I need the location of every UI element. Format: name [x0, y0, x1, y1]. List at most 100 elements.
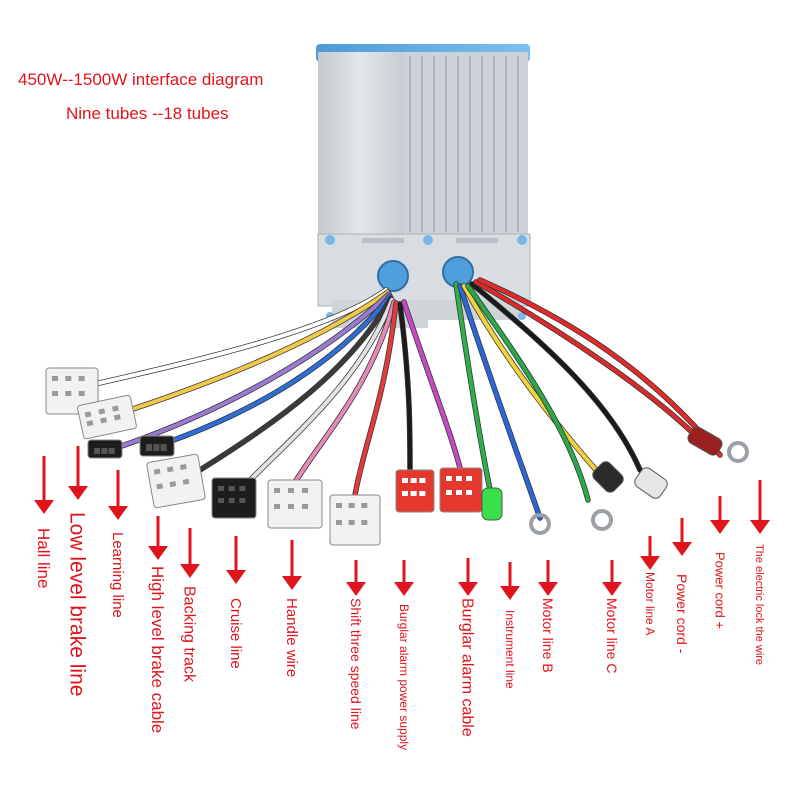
connector-pin — [108, 449, 115, 454]
wire — [398, 302, 412, 472]
arrow-head — [394, 582, 414, 596]
wire-label: Handle wire — [283, 598, 300, 677]
connector-body — [146, 453, 206, 509]
bullet-terminal — [634, 467, 668, 499]
connector-pin — [402, 491, 408, 496]
down-arrow-icon — [226, 536, 246, 584]
connector-body — [267, 479, 323, 529]
screw-icon — [518, 312, 526, 320]
connector-pin — [361, 503, 368, 508]
screw-icon — [423, 235, 433, 245]
connector-pin — [239, 486, 246, 491]
connector-pin — [160, 446, 167, 451]
connector-pin — [410, 491, 417, 496]
terminal-body — [634, 467, 668, 499]
down-arrow-icon — [640, 536, 660, 570]
wire — [454, 282, 492, 492]
connector-pin — [336, 503, 342, 508]
connector-pin — [146, 446, 152, 451]
connector-pin — [52, 391, 58, 396]
label-arrows — [34, 446, 770, 600]
arrow-head — [602, 582, 622, 596]
connector-pin — [288, 488, 294, 493]
connector-pin — [111, 405, 119, 412]
wire-label: Motor line B — [540, 598, 556, 673]
white-2pin-connector — [77, 394, 137, 440]
connector-pin — [78, 391, 85, 396]
arrow-head — [180, 564, 200, 578]
down-arrow-icon — [458, 558, 478, 596]
arrow-head — [672, 542, 692, 556]
connector-pin — [78, 376, 85, 381]
arrow-head — [640, 556, 660, 570]
wire — [458, 284, 542, 520]
left-cable-gland — [377, 260, 409, 292]
down-arrow-icon — [710, 496, 730, 534]
wire-terminals — [45, 367, 749, 546]
terminal-body — [592, 461, 624, 493]
connector-pin — [466, 476, 472, 481]
red-connector — [395, 469, 435, 513]
down-arrow-icon — [34, 456, 54, 514]
connector-pin — [274, 488, 280, 493]
bullet-terminal — [687, 426, 723, 456]
connector-body — [77, 394, 137, 440]
wire — [93, 288, 388, 386]
wire-label: Cruise line — [227, 598, 244, 669]
wire — [238, 298, 394, 492]
connector-pin — [302, 488, 308, 493]
wire-label: Burglar alarm cable — [458, 598, 475, 737]
connector-pin — [456, 476, 462, 481]
terminal-body — [687, 426, 723, 456]
down-arrow-icon — [282, 540, 302, 590]
arrow-head — [538, 582, 558, 596]
slot — [362, 238, 404, 243]
connector-pin — [274, 504, 280, 509]
red-6pin-connector — [439, 467, 483, 513]
wire-label: The electric lock the wire — [753, 544, 765, 665]
wire — [478, 278, 722, 457]
wire-label: Burglar alarm power supply — [397, 604, 411, 750]
connector-pin — [419, 478, 426, 483]
ring-terminal-icon — [529, 513, 551, 535]
terminal-body — [481, 487, 503, 521]
wire — [474, 280, 702, 442]
down-arrow-icon — [108, 470, 128, 520]
connector-body — [45, 367, 99, 415]
connector-pin — [288, 504, 294, 509]
wire-label: High level brake cable — [148, 566, 167, 733]
down-arrow-icon — [180, 528, 200, 578]
connector-pin — [94, 449, 100, 454]
connector-pin — [101, 449, 108, 454]
wire — [158, 294, 392, 447]
wire — [470, 282, 642, 472]
down-arrow-icon — [672, 518, 692, 556]
wire-label: Shift three speed line — [348, 598, 364, 730]
wire-label: Backing track — [180, 586, 197, 683]
down-arrow-icon — [346, 560, 366, 596]
diagram-subtitle: Nine tubes --18 tubes — [66, 104, 229, 123]
connector-pin — [410, 478, 417, 483]
wire — [198, 296, 393, 472]
wire-label: Motor line A — [643, 572, 657, 635]
connector-pin — [100, 417, 108, 424]
wire-label: Learning line — [109, 532, 126, 618]
connector-pin — [84, 411, 92, 418]
arrow-head — [282, 576, 302, 590]
down-arrow-icon — [148, 516, 168, 560]
cooling-fins — [409, 56, 519, 232]
connector-pin — [456, 490, 462, 495]
arrow-head — [710, 520, 730, 534]
wire-label: Low level brake line — [66, 512, 89, 696]
connector-pin — [228, 498, 235, 503]
connector-pin — [153, 446, 160, 451]
diagram-title: 450W--1500W interface diagram — [18, 70, 264, 89]
connector-pin — [228, 486, 235, 491]
arrow-head — [148, 546, 168, 560]
connector-pin — [182, 478, 190, 485]
ring-terminal — [592, 461, 624, 493]
down-arrow-icon — [538, 560, 558, 596]
connector-pin — [446, 476, 452, 481]
